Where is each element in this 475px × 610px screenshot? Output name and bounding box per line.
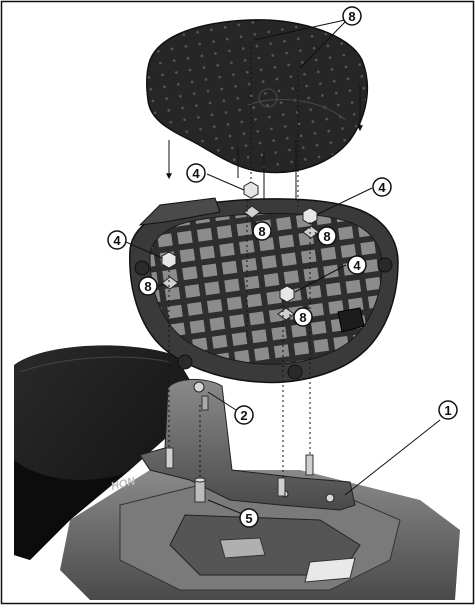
callout-2: 2	[234, 405, 254, 425]
callout-1: 1	[438, 400, 458, 420]
leader-lines	[125, 19, 441, 516]
callout-2-label: 2	[240, 408, 247, 423]
callout-4-c-label: 4	[113, 233, 121, 248]
callout-8-top-label: 8	[348, 9, 355, 24]
alignment-lines	[168, 42, 311, 478]
callout-8-d: 8	[293, 307, 313, 327]
rubber-pad	[145, 19, 369, 174]
callout-8-b: 8	[317, 226, 337, 246]
callout-8-a-label: 8	[258, 224, 265, 239]
motorcycle-rear-frame	[60, 470, 460, 600]
callout-8-b-label: 8	[323, 229, 330, 244]
callout-8-top: 8	[342, 6, 362, 26]
callout-8-d-label: 8	[299, 310, 306, 325]
callout-4-d: 4	[347, 255, 367, 275]
callout-8-c-label: 8	[144, 279, 151, 294]
callout-8-c: 8	[138, 276, 158, 296]
callout-4-b: 4	[372, 177, 392, 197]
guide-arrows	[166, 85, 363, 200]
callout-5-label: 5	[245, 511, 252, 526]
callout-4-a: 4	[186, 163, 206, 183]
seat-logo-text: HON	[110, 475, 138, 493]
callout-1-label: 1	[444, 403, 451, 418]
callout-4-d-label: 4	[353, 258, 361, 273]
callout-8-a: 8	[252, 221, 272, 241]
motorcycle-seat	[14, 345, 190, 560]
mounting-studs	[165, 395, 314, 503]
callout-4-c: 4	[107, 230, 127, 250]
callout-5: 5	[239, 508, 259, 528]
mounting-bracket	[139, 379, 356, 511]
callout-4-b-label: 4	[378, 180, 386, 195]
callout-4-a-label: 4	[192, 166, 200, 181]
